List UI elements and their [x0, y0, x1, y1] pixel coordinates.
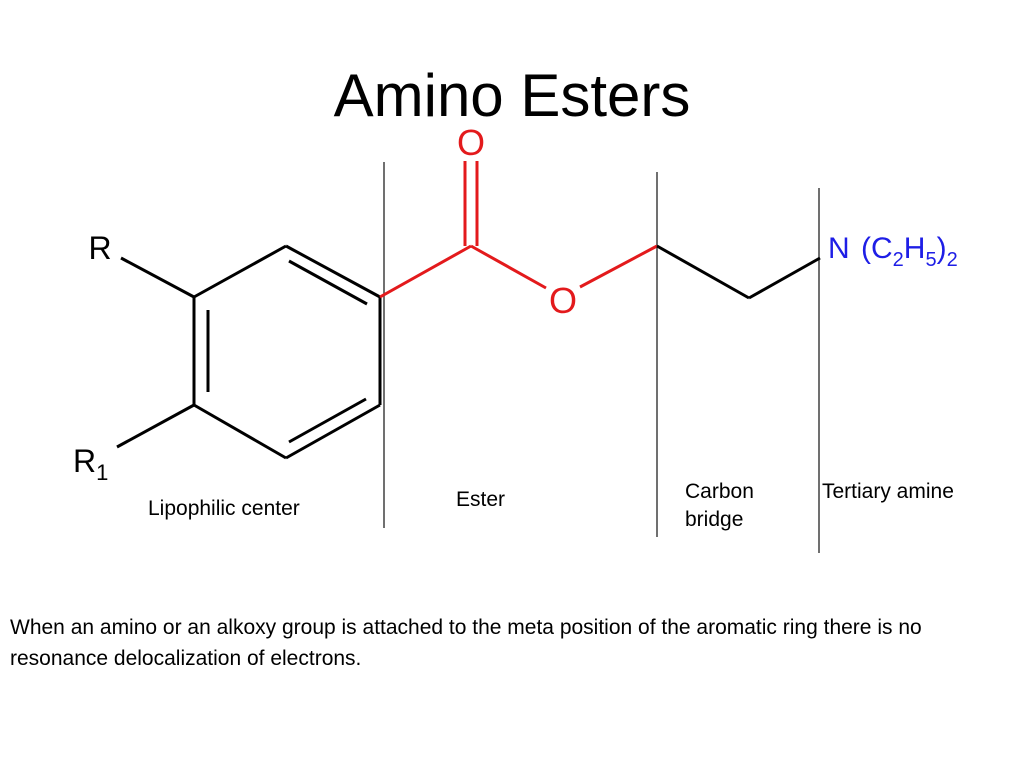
amine-close-paren: )	[937, 232, 947, 265]
ring-inner-double-bond	[288, 397, 367, 444]
amine-subscript-2: 2	[893, 249, 904, 271]
amine-ethyl-groups: (C2H5)2	[861, 232, 958, 271]
region-dividers	[383, 162, 820, 553]
substituent-bond-r	[120, 256, 195, 299]
region-label-lipophilic: Lipophilic center	[148, 497, 300, 520]
atom-carbonyl-oxygen: O	[457, 122, 485, 163]
region-label-ester: Ester	[456, 488, 506, 511]
carbon-bridge-line-1: Carbon	[685, 480, 754, 503]
carbon-bridge-line-2: bridge	[685, 508, 744, 531]
carbon-bridge	[656, 244, 821, 300]
amine-subscript-5: 5	[925, 249, 936, 271]
benzene-ring	[116, 244, 382, 460]
explanation-note: When an amino or an alkoxy group is atta…	[10, 616, 922, 670]
atom-r1: R1	[73, 443, 108, 485]
region-label-carbon-bridge: Carbon bridge	[685, 478, 754, 534]
atom-nitrogen: N	[828, 232, 850, 265]
bridge-bond	[748, 256, 821, 300]
ring-inner-double-bond	[288, 259, 368, 306]
ester-bond-carbonyl-oxygen	[470, 244, 547, 290]
amine-open-paren: (C	[861, 232, 893, 265]
atom-r1-base: R	[73, 443, 96, 479]
slide-title: Amino Esters	[333, 62, 691, 129]
region-label-tertiary-amine: Tertiary amine	[822, 480, 954, 503]
substituent-bond-r1	[116, 403, 195, 449]
ester-group	[379, 161, 658, 299]
amine-hydrogen: H	[904, 232, 926, 265]
atom-r1-subscript: 1	[96, 460, 108, 485]
ester-bond-oxygen-bridge	[579, 244, 658, 289]
ring-bond	[285, 403, 381, 460]
ring-bond	[193, 403, 287, 460]
bridge-bond	[656, 244, 750, 300]
ring-bond	[285, 244, 381, 299]
atom-ester-oxygen: O	[549, 280, 577, 321]
ester-bond-ring-carbonyl	[379, 244, 472, 299]
ring-bond	[193, 244, 287, 299]
amine-subscript-outer: 2	[947, 249, 958, 271]
atom-r: R	[88, 230, 111, 266]
